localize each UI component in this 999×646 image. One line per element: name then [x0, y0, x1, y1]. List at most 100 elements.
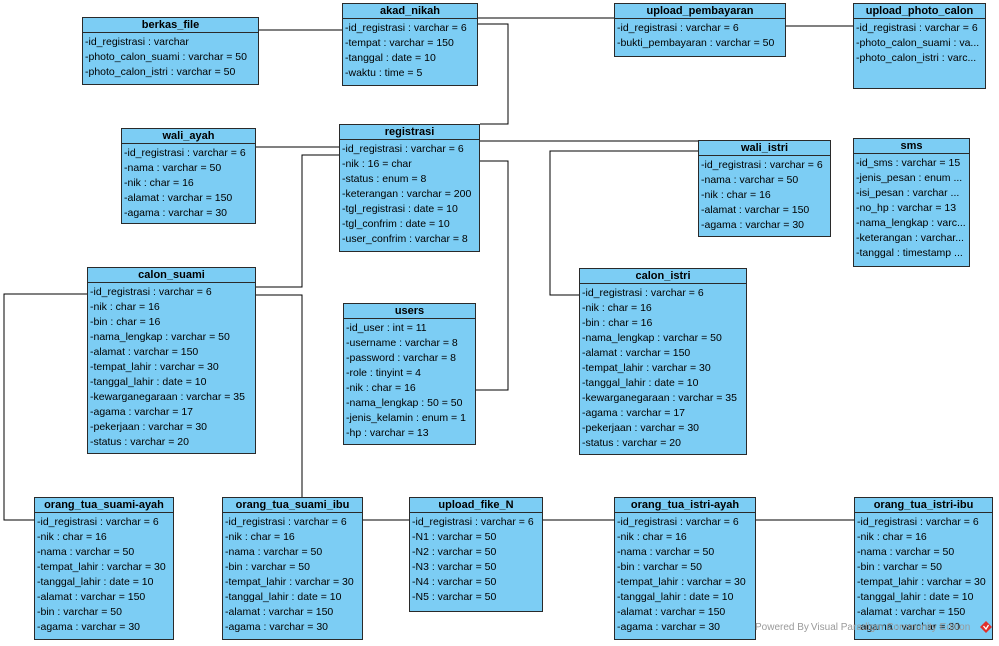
entity-attribute: -tanggal_lahir : date = 10 — [37, 576, 154, 588]
entity-attribute: -id_registrasi : varchar = 6 — [342, 143, 464, 155]
powered-by-watermark: Powered By Visual Paradigm Community Edi… — [755, 622, 971, 633]
line-registrasi-users — [476, 160, 509, 391]
entity-attribute: -alamat : varchar = 150 — [225, 606, 334, 618]
entity-attribute: -id_registrasi : varchar = 6 — [412, 516, 534, 528]
entity-title: wali_istri — [699, 141, 830, 156]
entity-attribute: -id_registrasi : varchar = 6 — [37, 516, 159, 528]
entity-attribute: -id_registrasi : varchar — [85, 36, 189, 48]
entity-attribute: -role : tinyint = 4 — [346, 367, 421, 379]
entity-attribute: -tempat_lahir : varchar = 30 — [225, 576, 354, 588]
entity-title: calon_istri — [580, 269, 746, 284]
entity-attribute: -agama : varchar = 30 — [701, 219, 805, 231]
entity-attribute: -nama : varchar = 50 — [225, 546, 323, 558]
entity-attribute: -isi_pesan : varchar ... — [856, 187, 960, 199]
entity-upload-fike-n[interactable]: upload_fike_N -id_registrasi : varchar =… — [409, 497, 543, 612]
entity-attribute: -tgl_confrim : date = 10 — [342, 218, 450, 230]
entity-attribute: -N5 : varchar = 50 — [412, 591, 497, 603]
entity-sms[interactable]: sms -id_sms : varchar = 15 -jenis_pesan … — [853, 138, 970, 267]
entity-attribute: -tempat_lahir : varchar = 30 — [37, 561, 166, 573]
entity-orang-tua-suami-ibu[interactable]: orang_tua_suami_ibu -id_registrasi : var… — [222, 497, 363, 640]
entity-calon-suami[interactable]: calon_suami -id_registrasi : varchar = 6… — [87, 267, 256, 454]
entity-title: upload_fike_N — [410, 498, 542, 513]
entity-attribute: -nik : char = 16 — [582, 302, 652, 314]
entity-attribute: -user_confrim : varchar = 8 — [342, 233, 468, 245]
entity-attribute: -alamat : varchar = 150 — [857, 606, 966, 618]
entity-title: berkas_file — [83, 18, 258, 33]
entity-attribute: -tempat_lahir : varchar = 30 — [617, 576, 746, 588]
entity-akad-nikah[interactable]: akad_nikah -id_registrasi : varchar = 6 … — [342, 3, 478, 86]
entity-attribute: -waktu : time = 5 — [345, 67, 423, 79]
entity-attribute: -photo_calon_suami : varchar = 50 — [85, 51, 247, 63]
entity-attribute: -tanggal : timestamp ... — [856, 247, 963, 259]
entity-orang-tua-istri-ayah[interactable]: orang_tua_istri-ayah -id_registrasi : va… — [614, 497, 756, 640]
entity-attribute: -tanggal_lahir : date = 10 — [857, 591, 974, 603]
entity-attribute: -pekerjaan : varchar = 30 — [90, 421, 208, 433]
entity-attribute: -tanggal_lahir : date = 10 — [225, 591, 342, 603]
entity-attribute: -id_registrasi : varchar = 6 — [582, 287, 704, 299]
entity-wali-ayah[interactable]: wali_ayah -id_registrasi : varchar = 6 -… — [121, 128, 256, 224]
entity-attribute: -kewarganegaraan : varchar = 35 — [582, 392, 737, 404]
entity-users[interactable]: users -id_user : int = 11 -username : va… — [343, 303, 476, 445]
entity-orang-tua-suami-ayah[interactable]: orang_tua_suami-ayah -id_registrasi : va… — [34, 497, 174, 640]
entity-attribute: -alamat : varchar = 150 — [90, 346, 199, 358]
entity-attribute: -nama_lengkap : varchar = 50 — [90, 331, 230, 343]
entity-attribute: -id_sms : varchar = 15 — [856, 157, 961, 169]
entity-attribute: -alamat : varchar = 150 — [582, 347, 691, 359]
entity-attribute: -nik : char = 16 — [90, 301, 160, 313]
entity-attribute: -tanggal : date = 10 — [345, 52, 436, 64]
entity-attribute: -pekerjaan : varchar = 30 — [582, 422, 700, 434]
entity-attribute: -bukti_pembayaran : varchar = 50 — [617, 37, 775, 49]
entity-upload-pembayaran[interactable]: upload_pembayaran -id_registrasi : varch… — [614, 3, 786, 57]
entity-title: orang_tua_istri-ibu — [855, 498, 992, 513]
entity-attribute: -id_registrasi : varchar = 6 — [225, 516, 347, 528]
line-calonsuami-ortu-ayah — [3, 293, 87, 521]
entity-attribute: -id_registrasi : varchar = 6 — [856, 22, 978, 34]
entity-attribute: -nik : char = 16 — [124, 177, 194, 189]
entity-attribute: -kewarganegaraan : varchar = 35 — [90, 391, 245, 403]
entity-upload-photo-calon[interactable]: upload_photo_calon -id_registrasi : varc… — [853, 3, 986, 89]
entity-attribute: -nik : 16 = char — [342, 158, 412, 170]
entity-title: orang_tua_istri-ayah — [615, 498, 755, 513]
entity-wali-istri[interactable]: wali_istri -id_registrasi : varchar = 6 … — [698, 140, 831, 237]
entity-attribute: -alamat : varchar = 150 — [37, 591, 146, 603]
entity-attribute: -nik : char = 16 — [225, 531, 295, 543]
line-akad-registrasi — [478, 23, 509, 125]
entity-attribute: -id_registrasi : varchar = 6 — [617, 516, 739, 528]
entity-attribute: -id_registrasi : varchar = 6 — [701, 159, 823, 171]
entity-attribute: -nama : varchar = 50 — [701, 174, 799, 186]
entity-attribute: -nama : varchar = 50 — [857, 546, 955, 558]
entity-attribute: -tempat_lahir : varchar = 30 — [857, 576, 986, 588]
entity-attribute: -nama : varchar = 50 — [124, 162, 222, 174]
entity-attribute: -status : varchar = 20 — [582, 437, 681, 449]
entity-attribute: -bin : varchar = 50 — [617, 561, 702, 573]
entity-attribute: -nik : char = 16 — [617, 531, 687, 543]
entity-calon-istri[interactable]: calon_istri -id_registrasi : varchar = 6… — [579, 268, 747, 455]
entity-registrasi[interactable]: registrasi -id_registrasi : varchar = 6 … — [339, 124, 480, 252]
entity-attribute: -agama : varchar = 17 — [582, 407, 686, 419]
entity-attribute: -nama : varchar = 50 — [617, 546, 715, 558]
entity-orang-tua-istri-ibu[interactable]: orang_tua_istri-ibu -id_registrasi : var… — [854, 497, 993, 640]
entity-title: calon_suami — [88, 268, 255, 283]
entity-attribute: -hp : varchar = 13 — [346, 427, 429, 439]
entity-title: registrasi — [340, 125, 479, 140]
entity-attribute: -photo_calon_istri : varc... — [856, 52, 977, 64]
entity-attribute: -tanggal_lahir : date = 10 — [582, 377, 699, 389]
entity-attribute: -tanggal_lahir : date = 10 — [617, 591, 734, 603]
entity-attribute: -jenis_kelamin : enum = 1 — [346, 412, 466, 424]
entity-attribute: -nama : varchar = 50 — [37, 546, 135, 558]
entity-attribute: -nik : char = 16 — [701, 189, 771, 201]
entity-title: akad_nikah — [343, 4, 477, 19]
entity-attribute: -N2 : varchar = 50 — [412, 546, 497, 558]
entity-title: wali_ayah — [122, 129, 255, 144]
entity-attribute: -nik : char = 16 — [857, 531, 927, 543]
entity-attribute: -nama_lengkap : varc... — [856, 217, 966, 229]
entity-attribute: -bin : char = 16 — [90, 316, 161, 328]
entity-berkas-file[interactable]: berkas_file -id_registrasi : varchar -ph… — [82, 17, 259, 85]
entity-attribute: -nik : char = 16 — [346, 382, 416, 394]
entity-attribute: -agama : varchar = 30 — [225, 621, 329, 633]
entity-title: orang_tua_suami_ibu — [223, 498, 362, 513]
entity-attribute: -id_registrasi : varchar = 6 — [617, 22, 739, 34]
entity-attribute: -N3 : varchar = 50 — [412, 561, 497, 573]
entity-title: sms — [854, 139, 969, 154]
